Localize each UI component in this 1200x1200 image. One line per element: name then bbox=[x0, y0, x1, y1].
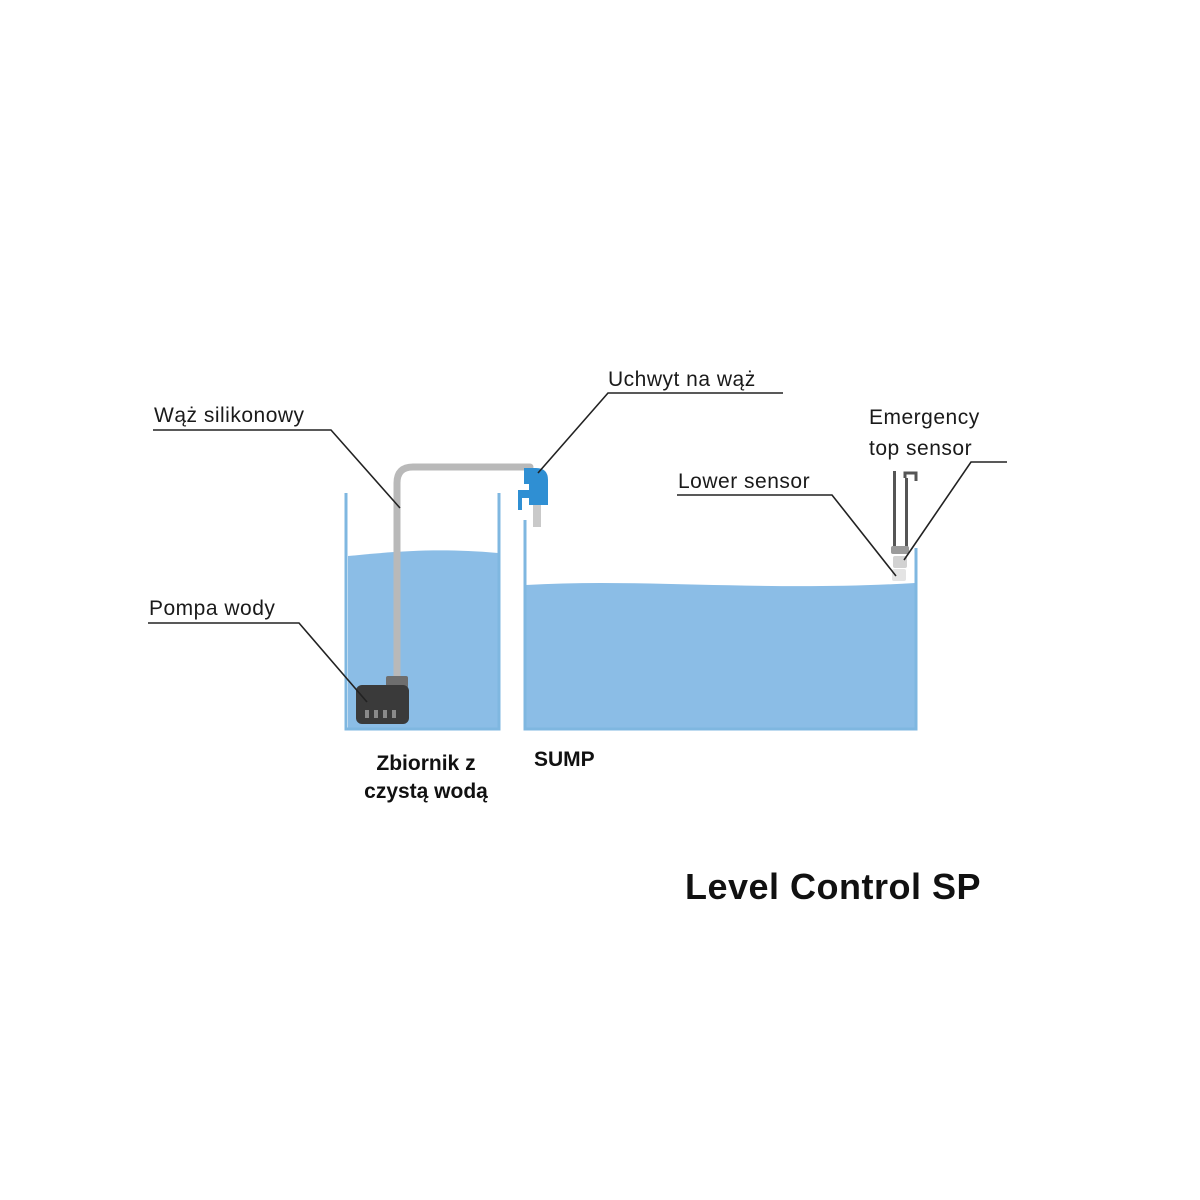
level-sensors bbox=[891, 471, 918, 581]
hose-label: Wąż silikonowy bbox=[154, 404, 305, 427]
pump-label: Pompa wody bbox=[149, 597, 276, 620]
sump-walls bbox=[523, 520, 918, 731]
hose-holder bbox=[518, 468, 548, 527]
silicone-hose bbox=[393, 463, 534, 686]
emergency-sensor-leader-line bbox=[903, 461, 1007, 561]
emergency-sensor-label-line1: Emergency bbox=[869, 406, 980, 429]
reservoir-label: Zbiornik z czystą wodą bbox=[336, 750, 516, 807]
hose-holder-label: Uchwyt na wąż bbox=[608, 368, 756, 391]
sump-label: SUMP bbox=[534, 748, 595, 771]
reservoir-walls bbox=[344, 493, 501, 731]
leader-lines bbox=[148, 392, 1007, 703]
diagram-title: Level Control SP bbox=[685, 866, 982, 907]
water-pump bbox=[356, 676, 409, 724]
pump-leader-line bbox=[148, 622, 368, 703]
reservoir-tank bbox=[344, 493, 501, 731]
reservoir-water bbox=[348, 550, 498, 728]
emergency-sensor-label-line2: top sensor bbox=[869, 437, 973, 460]
holder-leader-line bbox=[537, 392, 783, 474]
lower-sensor-label: Lower sensor bbox=[678, 470, 811, 493]
hose-leader-line bbox=[153, 429, 401, 509]
reservoir-label-line1: Zbiornik z bbox=[376, 752, 476, 775]
lower-sensor-leader-line bbox=[677, 494, 897, 577]
sump-tank bbox=[523, 520, 918, 731]
reservoir-label-line2: czystą wodą bbox=[364, 780, 488, 804]
sump-water bbox=[526, 582, 915, 728]
